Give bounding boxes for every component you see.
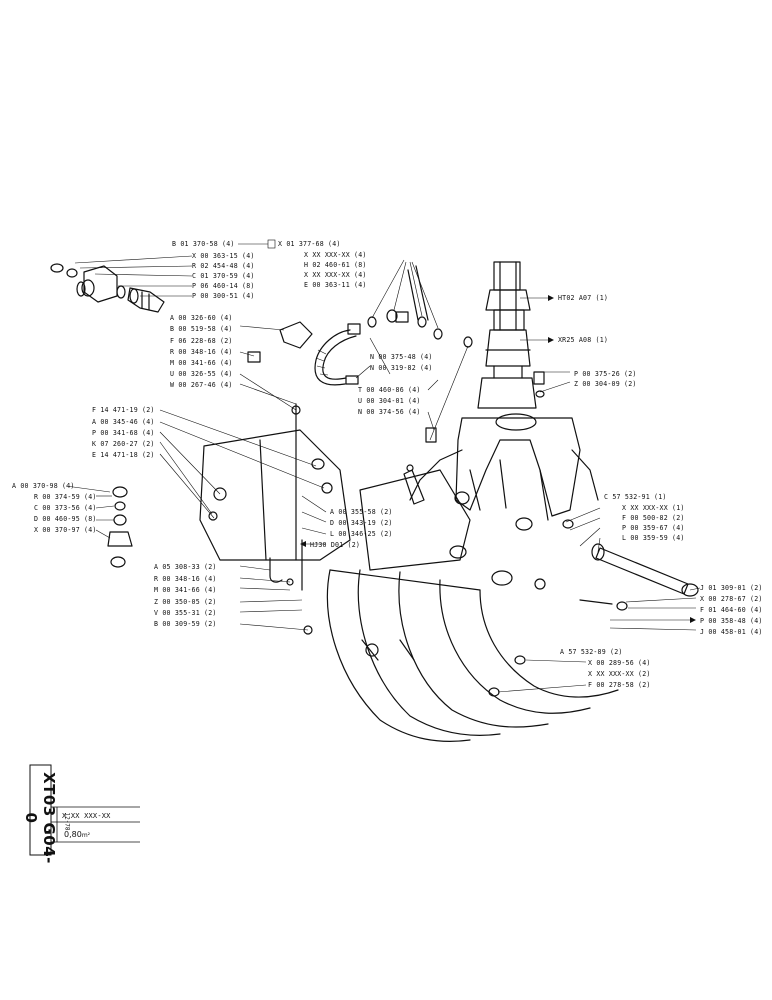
- part-label: H 02 460-61 (8): [304, 261, 367, 269]
- part-label: P 00 300-51 (4): [192, 292, 255, 300]
- part-label: P 06 460-14 (8): [192, 282, 255, 290]
- part-label: F 01 464-60 (4): [700, 606, 763, 614]
- part-label: M 00 341-66 (4): [154, 586, 217, 594]
- part-label: P 00 358-48 (4): [700, 617, 763, 625]
- rotator-column: [477, 261, 545, 409]
- part-label: C 01 370-59 (4): [192, 272, 255, 280]
- part-label: C 57 532-91 (1): [604, 493, 667, 501]
- part-label: T 00 460-86 (4): [358, 386, 421, 394]
- cylinder-housing: [199, 321, 513, 586]
- capacity-spec: 0,80m²: [64, 830, 90, 839]
- part-label: X 00 278-67 (2): [700, 595, 763, 603]
- part-label: W 00 267-46 (4): [170, 381, 233, 389]
- drawing-number: XT03 G04-0: [22, 772, 58, 864]
- part-label: F 06 228-68 (2): [170, 337, 233, 345]
- part-label: L 00 346-25 (2): [330, 530, 393, 538]
- grab-frame: [409, 413, 599, 531]
- variant-code: X XX XXX-XX: [62, 812, 111, 820]
- part-label: N 00 374-56 (4): [358, 408, 421, 416]
- capacity-unit: m²: [81, 832, 91, 839]
- part-label: B 01 370-58 (4): [172, 240, 235, 248]
- part-label: E 14 471-18 (2): [92, 451, 155, 459]
- part-label: J 00 458-01 (4): [700, 628, 763, 636]
- part-label: X 00 370-97 (4): [34, 526, 97, 534]
- part-label: A 00 345-46 (4): [92, 418, 155, 426]
- part-label: X 00 363-15 (4): [192, 252, 255, 260]
- part-label: R 00 348-16 (4): [170, 348, 233, 356]
- part-label: P 00 359-67 (4): [622, 524, 685, 532]
- part-label: B 00 519-58 (4): [170, 325, 233, 333]
- part-label: D 00 343-19 (2): [330, 519, 393, 527]
- part-label: U 00 304-01 (4): [358, 397, 421, 405]
- part-label: J 01 309-01 (2): [700, 584, 763, 592]
- part-label: Z 00 350-05 (2): [154, 598, 217, 606]
- part-label: F 14 471-19 (2): [92, 406, 155, 414]
- part-label: A 00 355-58 (2): [330, 508, 393, 516]
- part-label: X XX XXX-XX (4): [304, 271, 367, 279]
- grab-shells: [303, 569, 619, 742]
- leader-lines: [65, 239, 701, 693]
- part-label: A 00 326-60 (4): [170, 314, 233, 322]
- part-label: X XX XXX-XX (2): [588, 670, 651, 678]
- part-label: R 00 348-16 (4): [154, 575, 217, 583]
- part-label: V 00 355-31 (2): [154, 609, 217, 617]
- part-label: P 00 341-68 (4): [92, 429, 155, 437]
- part-label: X XX XXX-XX (4): [304, 251, 367, 259]
- part-label: A 05 308-33 (2): [154, 563, 217, 571]
- pivot-pin: [534, 543, 699, 611]
- part-label: Z 00 304-09 (2): [574, 380, 637, 388]
- part-label: B 00 309-59 (2): [154, 620, 217, 628]
- hose-fitting-assembly: [50, 263, 165, 313]
- part-label: X XX XXX-XX (1): [622, 504, 685, 512]
- part-label: U 00 326-55 (4): [170, 370, 233, 378]
- hydraulic-hose: [314, 309, 473, 386]
- part-label: N 00 319-82 (4): [370, 364, 433, 372]
- part-label: N 00 375-48 (4): [370, 353, 433, 361]
- part-label: A 00 370-98 (4): [12, 482, 75, 490]
- part-label: R 00 374-59 (4): [34, 493, 97, 501]
- part-label: K 07 260-27 (2): [92, 440, 155, 448]
- revision-date: 12-78: [63, 812, 71, 831]
- part-label: HJ30 D01 (2): [310, 541, 361, 549]
- part-label: F 00 500-82 (2): [622, 514, 685, 522]
- part-label: P 00 375-26 (2): [574, 370, 637, 378]
- part-label: M 00 341-66 (4): [170, 359, 233, 367]
- part-label: HT02 A07 (1): [558, 294, 609, 302]
- capacity-value: 0,80: [64, 830, 82, 839]
- part-label: E 00 363-11 (4): [304, 281, 367, 289]
- part-label: XR25 A08 (1): [558, 336, 609, 344]
- part-label: A 57 532-89 (2): [560, 648, 623, 656]
- part-label: F 00 278-58 (2): [588, 681, 651, 689]
- part-label: L 00 359-59 (4): [622, 534, 685, 542]
- part-label: R 02 454-48 (4): [192, 262, 255, 270]
- part-label: X 01 377-68 (4): [278, 240, 341, 248]
- part-label: X 00 289-56 (4): [588, 659, 651, 667]
- part-label: D 00 460-95 (8): [34, 515, 97, 523]
- part-label: C 00 373-56 (4): [34, 504, 97, 512]
